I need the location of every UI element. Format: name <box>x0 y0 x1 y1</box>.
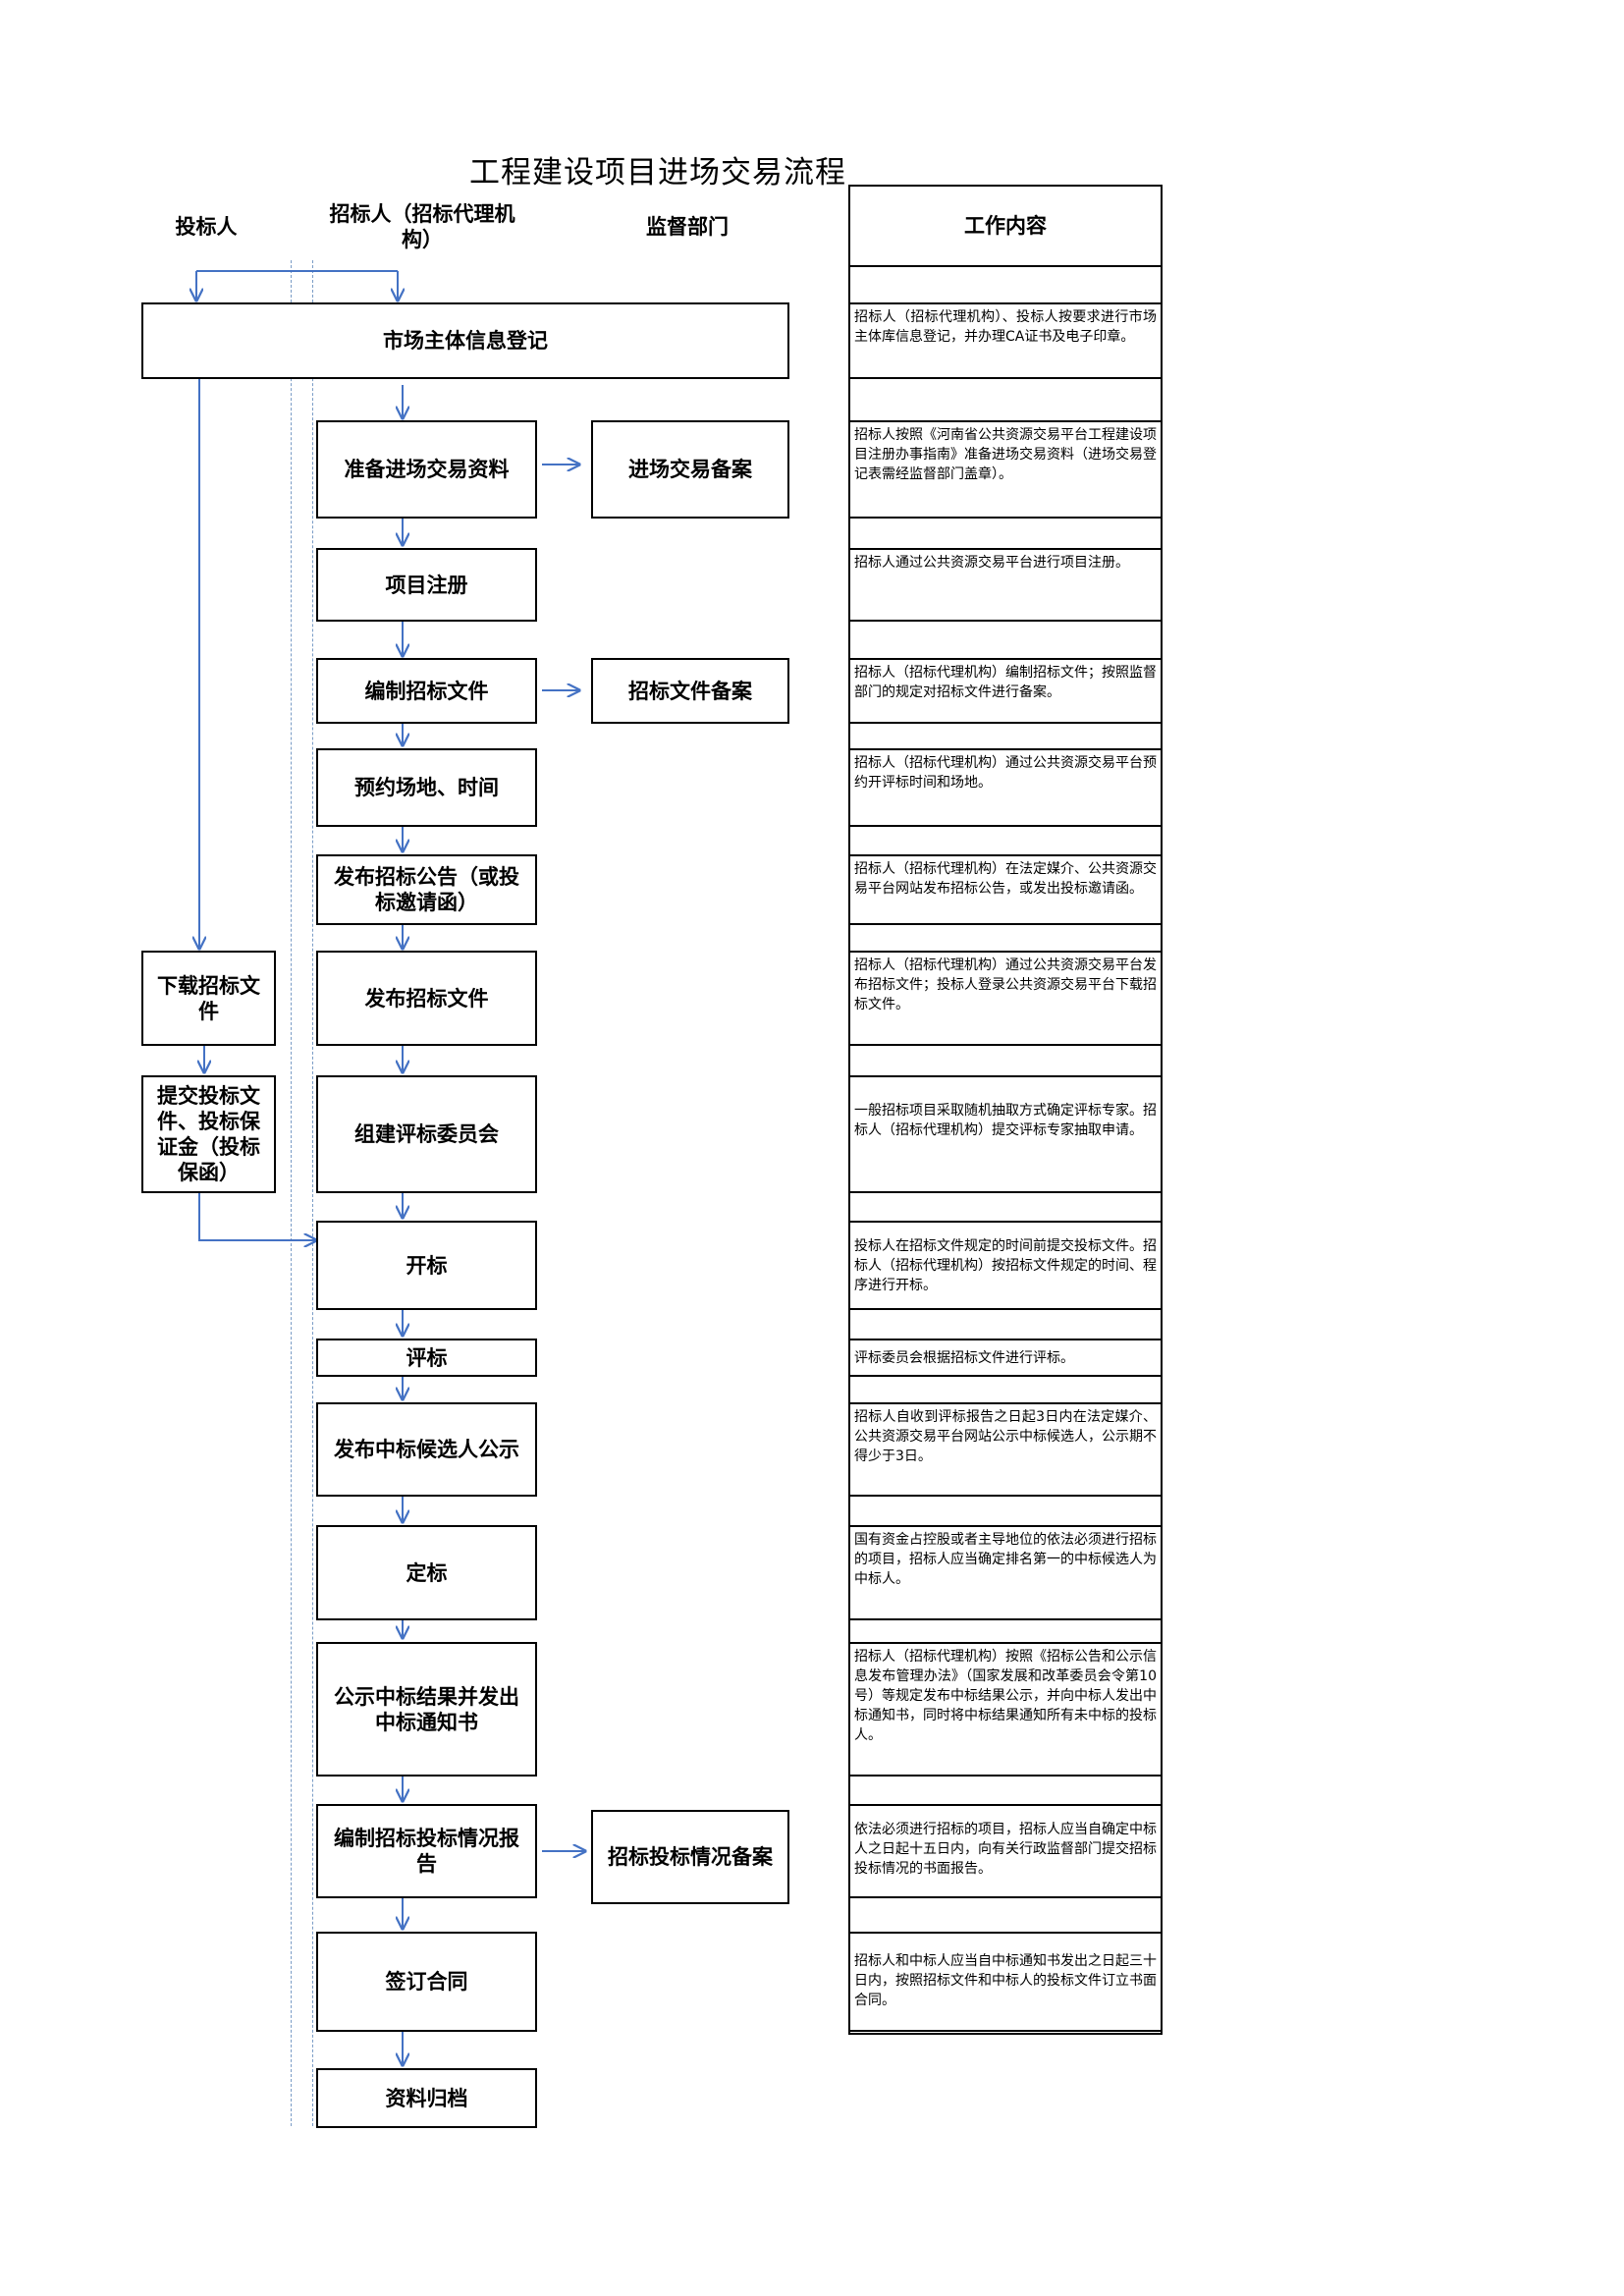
work-content-cell: 招标人（招标代理机构）通过公共资源交易平台发布招标文件；投标人登录公共资源交易平… <box>848 951 1163 1046</box>
step-publish-notice: 发布招标公告（或投标邀请函） <box>316 854 537 925</box>
step-prepare-materials: 准备进场交易资料 <box>316 420 537 519</box>
step-form-committee: 组建评标委员会 <box>316 1075 537 1193</box>
step-submit-bid: 提交投标文件、投标保证金（投标保函） <box>141 1075 276 1193</box>
step-compile-report: 编制招标投标情况报告 <box>316 1804 537 1898</box>
work-content-cell: 投标人在招标文件规定的时间前提交投标文件。招标人（招标代理机构）按招标文件规定的… <box>848 1221 1163 1310</box>
step-archive: 资料归档 <box>316 2068 537 2128</box>
lane-divider-left <box>291 260 292 2126</box>
step-publish-award: 公示中标结果并发出中标通知书 <box>316 1642 537 1777</box>
step-sign-contract: 签订合同 <box>316 1932 537 2032</box>
step-download-tender-docs: 下载招标文件 <box>141 951 276 1046</box>
step-report-filing: 招标投标情况备案 <box>591 1810 789 1904</box>
header-bidder: 投标人 <box>175 215 238 239</box>
header-tenderer: 招标人（招标代理机构） <box>329 202 515 251</box>
work-content-cell: 招标人（招标代理机构）通过公共资源交易平台预约开评标时间和场地。 <box>848 748 1163 827</box>
step-bid-opening: 开标 <box>316 1221 537 1310</box>
work-content-cell: 评标委员会根据招标文件进行评标。 <box>848 1339 1163 1377</box>
work-content-cell: 招标人和中标人应当自中标通知书发出之日起三十日内，按照招标文件和中标人的投标文件… <box>848 1932 1163 2032</box>
step-market-registration: 市场主体信息登记 <box>141 302 789 379</box>
step-project-registration: 项目注册 <box>316 548 537 622</box>
step-bid-evaluation: 评标 <box>316 1339 537 1377</box>
step-tender-doc-filing: 招标文件备案 <box>591 658 789 724</box>
step-compile-tender-docs: 编制招标文件 <box>316 658 537 724</box>
work-content-cell: 招标人（招标代理机构）、投标人按要求进行市场主体库信息登记，并办理CA证书及电子… <box>848 302 1163 379</box>
page-title: 工程建设项目进场交易流程 <box>469 155 846 191</box>
work-content-cell: 招标人（招标代理机构）在法定媒介、公共资源交易平台网站发布招标公告，或发出投标邀… <box>848 854 1163 925</box>
work-content-cell: 一般招标项目采取随机抽取方式确定评标专家。招标人（招标代理机构）提交评标专家抽取… <box>848 1075 1163 1193</box>
work-content-cell: 依法必须进行招标的项目，招标人应当自确定中标人之日起十五日内，向有关行政监督部门… <box>848 1804 1163 1898</box>
work-content-cell: 招标人（招标代理机构）按照《招标公告和公示信息发布管理办法》（国家发展和改革委员… <box>848 1642 1163 1777</box>
header-supervisor: 监督部门 <box>646 215 729 239</box>
step-trade-filing: 进场交易备案 <box>591 420 789 519</box>
work-content-cell: 招标人通过公共资源交易平台进行项目注册。 <box>848 548 1163 622</box>
step-publish-candidates: 发布中标候选人公示 <box>316 1402 537 1497</box>
step-publish-tender-docs: 发布招标文件 <box>316 951 537 1046</box>
step-award-decision: 定标 <box>316 1525 537 1620</box>
work-content-cell: 国有资金占控股或者主导地位的依法必须进行招标的项目，招标人应当确定排名第一的中标… <box>848 1525 1163 1620</box>
lane-divider-right <box>312 260 313 2126</box>
work-content-cell: 招标人（招标代理机构）编制招标文件；按照监督部门的规定对招标文件进行备案。 <box>848 658 1163 724</box>
header-work-content: 工作内容 <box>848 185 1163 267</box>
work-content-cell: 招标人自收到评标报告之日起3日内在法定媒介、公共资源交易平台网站公示中标候选人，… <box>848 1402 1163 1497</box>
step-book-venue: 预约场地、时间 <box>316 748 537 827</box>
work-content-cell: 招标人按照《河南省公共资源交易平台工程建设项目注册办事指南》准备进场交易资料（进… <box>848 420 1163 519</box>
